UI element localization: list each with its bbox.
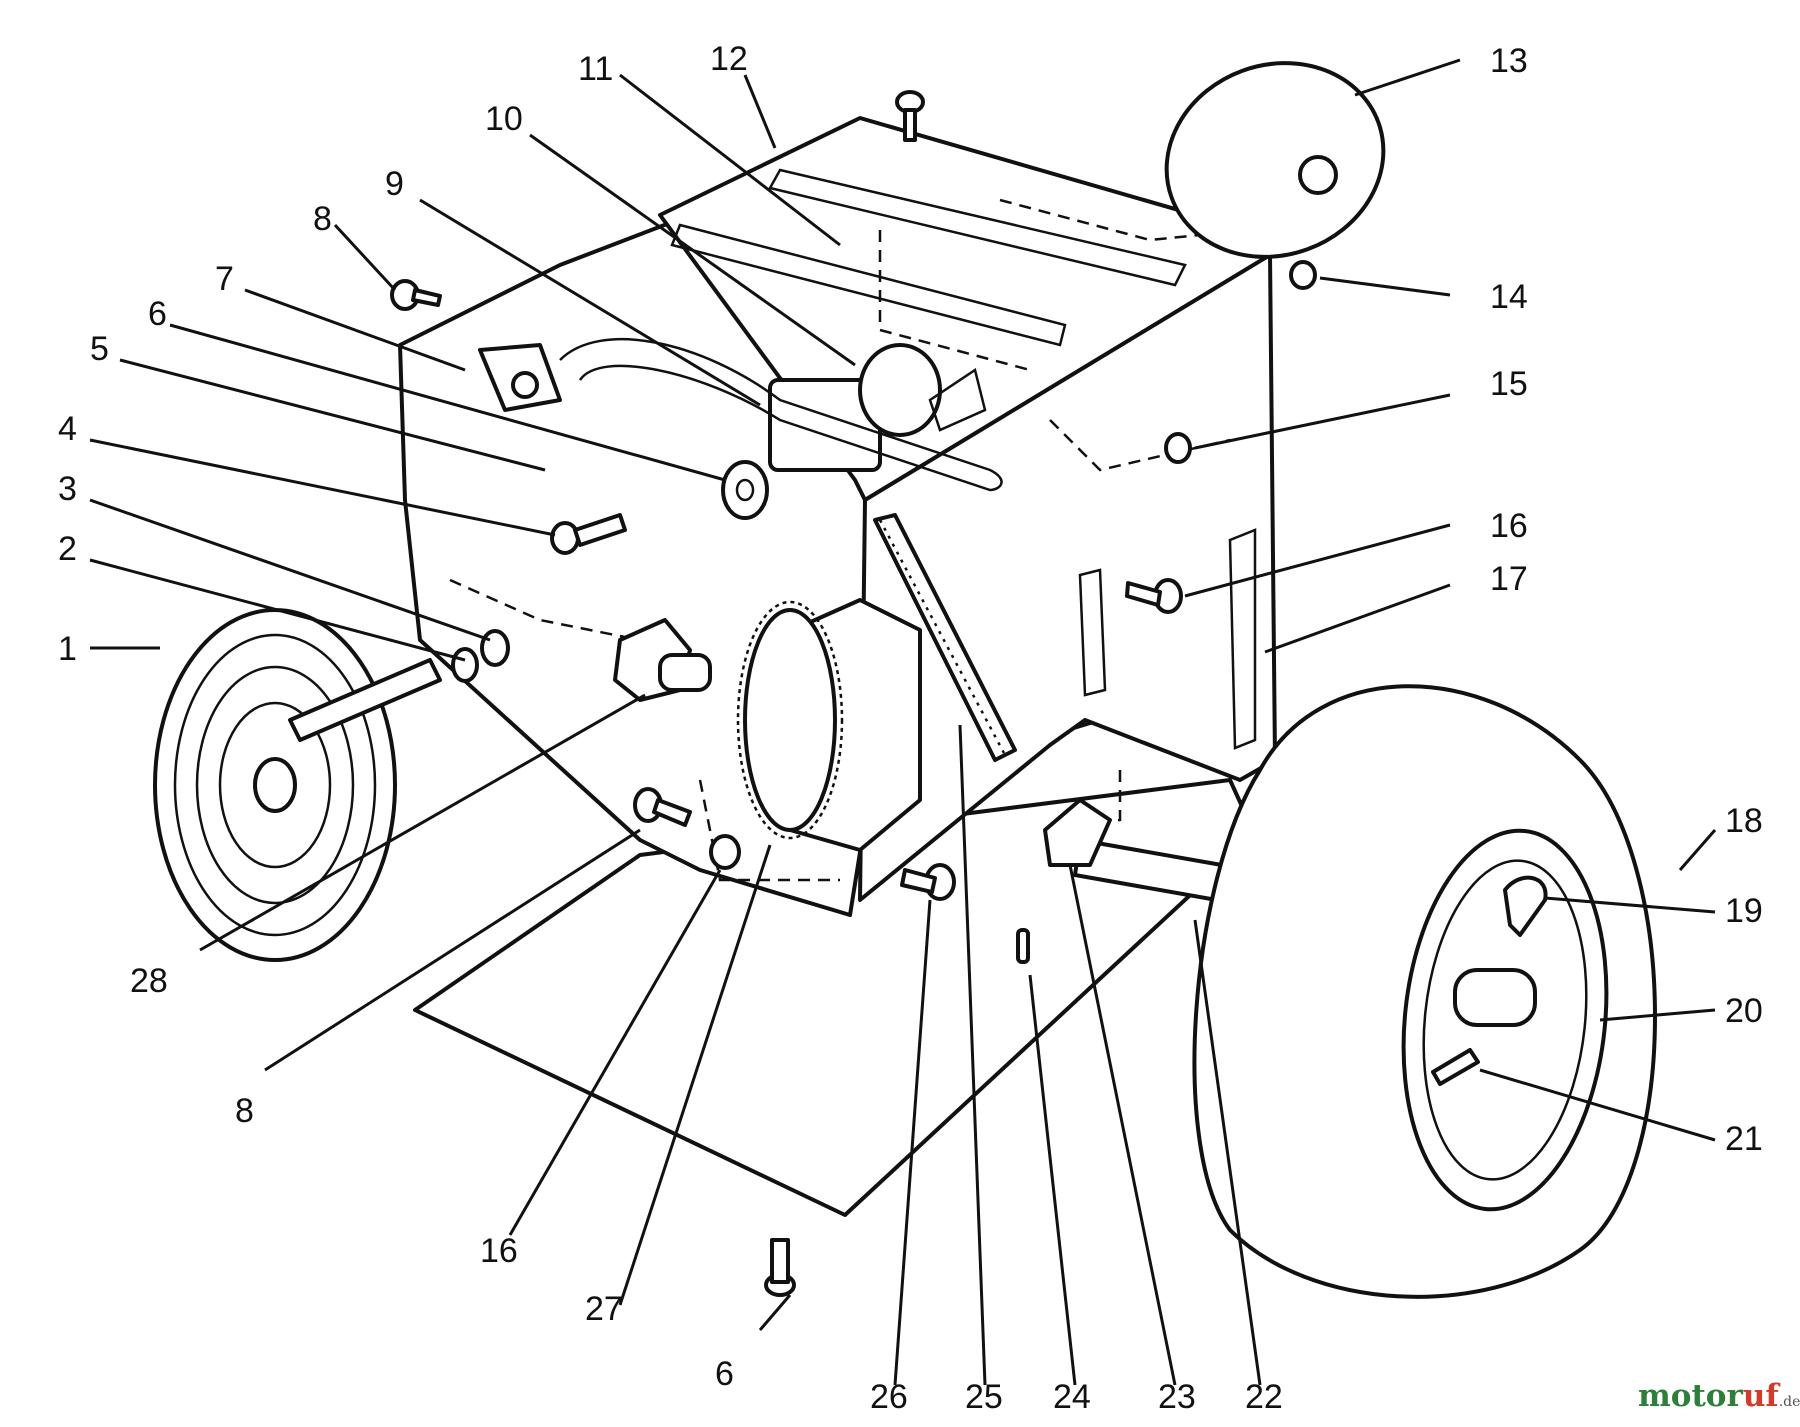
left-pulley-assembly <box>153 608 442 962</box>
callout-16-right: 16 <box>1490 507 1528 545</box>
callout-6: 6 <box>148 295 167 333</box>
callout-24: 24 <box>1053 1378 1091 1416</box>
callout-10: 10 <box>485 100 523 138</box>
washer-3 <box>480 629 510 667</box>
hidden-line-3 <box>1049 419 1231 472</box>
site-watermark: motoruf.de <box>1638 1378 1800 1414</box>
bearing-hub-left <box>658 653 712 692</box>
callout-6-bottom: 6 <box>715 1355 734 1393</box>
watermark-accent: uf <box>1742 1378 1779 1414</box>
hub-cap-disc <box>1164 61 1386 259</box>
callout-13: 13 <box>1490 42 1528 80</box>
hairpin-clip <box>1503 875 1548 937</box>
callout-8-bottom: 8 <box>235 1092 254 1130</box>
tire-wheel-assembly <box>1192 684 1657 1299</box>
callout-18: 18 <box>1725 802 1763 840</box>
hidden-line-2 <box>878 230 1031 372</box>
left-pulley-ring-1 <box>173 633 377 937</box>
spacer-bushing-inner <box>735 478 755 502</box>
nut-15 <box>1164 432 1192 464</box>
hub-cap-assembly <box>1164 61 1386 259</box>
callout-3: 3 <box>58 470 77 508</box>
hidden-line-5 <box>698 779 840 882</box>
callout-4: 4 <box>58 410 77 448</box>
bolt-14 <box>1289 260 1317 290</box>
upper-gear-bracket <box>928 367 987 432</box>
callout-20: 20 <box>1725 992 1763 1030</box>
left-pulley-hub <box>253 757 297 813</box>
frame-side-panel <box>858 253 1277 902</box>
callout-11: 11 <box>578 50 613 88</box>
callout-26: 26 <box>870 1378 908 1416</box>
callout-1: 1 <box>58 630 77 668</box>
side-bracket <box>1078 568 1107 697</box>
large-gear-teeth <box>736 600 844 840</box>
callout-2: 2 <box>58 530 77 568</box>
frame-tube <box>559 337 1003 492</box>
callout-23: 23 <box>1158 1378 1196 1416</box>
wheel-hub <box>1453 968 1537 1027</box>
wheel-rim-inner <box>1422 859 1588 1181</box>
callout-labels: 1 2 3 4 5 6 7 8 9 10 11 12 13 14 15 16 1… <box>58 40 1763 1416</box>
watermark-base: motor <box>1638 1378 1743 1414</box>
callout-28: 28 <box>130 962 168 1000</box>
callout-7: 7 <box>215 260 234 298</box>
callout-22: 22 <box>1245 1378 1283 1416</box>
callout-21: 21 <box>1725 1120 1763 1158</box>
key-pin-24 <box>1016 928 1030 964</box>
parts-illustration <box>153 61 1657 1299</box>
callout-17: 17 <box>1490 560 1528 598</box>
bearing-flange-right <box>1043 798 1112 867</box>
valve-stem <box>1431 1048 1480 1086</box>
bolt-16-right <box>1125 578 1183 614</box>
bolt-8-top <box>390 279 442 311</box>
callout-8-top: 8 <box>313 200 332 238</box>
callout-19: 19 <box>1725 892 1763 930</box>
watermark-tld: .de <box>1778 1394 1800 1410</box>
hub-cap-center <box>1298 155 1338 195</box>
left-pulley-ring-2 <box>195 665 355 905</box>
callout-9: 9 <box>385 165 404 203</box>
spacer-bushing <box>721 460 769 520</box>
callout-16-bottom: 16 <box>480 1232 518 1270</box>
callout-14: 14 <box>1490 278 1528 316</box>
left-mount-hole <box>511 371 539 399</box>
top-slot <box>768 168 1187 287</box>
leader-lines <box>89 58 1717 1386</box>
left-pulley-shaft <box>288 658 442 742</box>
large-gear <box>743 608 837 832</box>
callout-27: 27 <box>585 1290 623 1328</box>
callout-5: 5 <box>90 330 109 368</box>
side-rail <box>1228 528 1257 750</box>
callout-15: 15 <box>1490 365 1528 403</box>
bolt-8-bottom <box>633 787 692 827</box>
nut-16-bottom <box>709 834 741 870</box>
callout-12: 12 <box>710 40 748 78</box>
bolt-top-knob <box>895 90 925 142</box>
bolt-6-bottom <box>764 1238 796 1297</box>
upper-gear <box>858 343 942 437</box>
bolt-26 <box>900 863 956 901</box>
clip-washer-2 <box>451 647 479 683</box>
bolt-4 <box>550 513 627 555</box>
hidden-line-4 <box>449 578 641 642</box>
left-pulley-ring-3 <box>218 701 332 869</box>
callout-25: 25 <box>965 1378 1003 1416</box>
